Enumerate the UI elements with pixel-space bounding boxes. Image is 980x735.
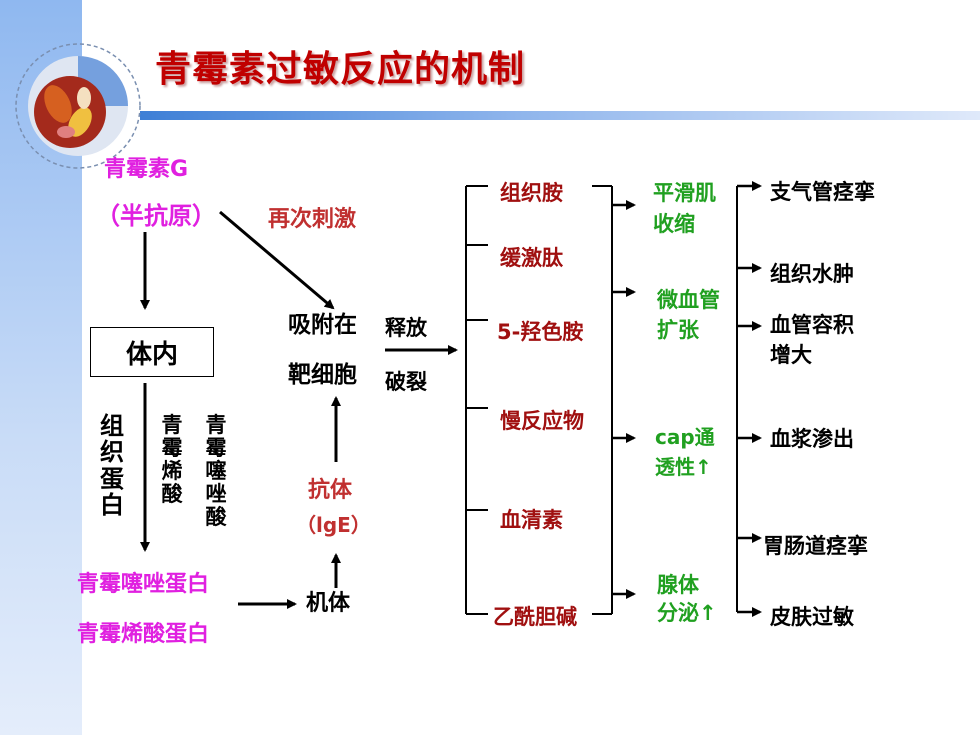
- penicilloyl-protein-label: 青霉噻唑蛋白: [77, 572, 210, 597]
- penicilloic-acid-label: 青霉噻唑酸: [205, 413, 227, 530]
- effect-cap: cap通: [655, 425, 715, 449]
- effect-secretion: 分泌↑: [657, 601, 717, 625]
- organism-label: 机体: [306, 591, 351, 616]
- effect-gland: 腺体: [657, 573, 699, 597]
- symptom-bronchospasm: 支气管痉挛: [770, 180, 875, 204]
- tissue-protein-label: 组织蛋白: [100, 412, 124, 520]
- penicillin-g-label: 青霉素G: [104, 157, 189, 182]
- release-label: 释放: [385, 316, 427, 340]
- effect-smooth-muscle: 平滑肌: [653, 181, 716, 205]
- symptom-skin-allergy: 皮肤过敏: [770, 605, 854, 629]
- header-band: [82, 0, 980, 112]
- symptom-volume-1: 血管容积: [770, 313, 854, 337]
- mediator-serum-factor: 血清素: [500, 508, 563, 532]
- antibody-label: 抗体: [308, 478, 353, 503]
- hapten-label: （半抗原）: [96, 202, 216, 230]
- page-title: 青霉素过敏反应的机制: [155, 49, 526, 90]
- adsorb-label: 吸附在: [288, 312, 357, 338]
- mediator-srs: 慢反应物: [500, 409, 584, 433]
- effect-microvessel: 微血管: [657, 288, 720, 312]
- mediator-serotonin: 5-羟色胺: [497, 320, 584, 344]
- mediator-histamine: 组织胺: [500, 181, 563, 205]
- penicillenic-protein-label: 青霉烯酸蛋白: [77, 622, 210, 647]
- pills-logo-icon: [15, 43, 141, 169]
- penicillenic-acid-label: 青霉烯酸: [161, 413, 183, 507]
- symptom-plasma: 血浆渗出: [770, 427, 854, 451]
- ige-label: （lgE）: [296, 513, 371, 537]
- title-rule: [140, 111, 980, 120]
- mediator-acetylcholine: 乙酰胆碱: [493, 605, 577, 629]
- effect-dilation: 扩张: [657, 318, 699, 342]
- rupture-label: 破裂: [385, 370, 427, 394]
- effect-contraction: 收缩: [653, 212, 695, 236]
- mediator-bradykinin: 缓激肽: [500, 246, 563, 270]
- restimulate-label: 再次刺激: [268, 207, 357, 232]
- symptom-edema: 组织水肿: [770, 262, 854, 286]
- in-body-box: 体内: [90, 327, 214, 377]
- effect-permeability: 透性↑: [655, 455, 712, 479]
- symptom-gi-spasm: 胃肠道痉挛: [763, 534, 868, 558]
- symptom-volume-2: 增大: [770, 343, 812, 367]
- target-cell-label: 靶细胞: [288, 362, 357, 388]
